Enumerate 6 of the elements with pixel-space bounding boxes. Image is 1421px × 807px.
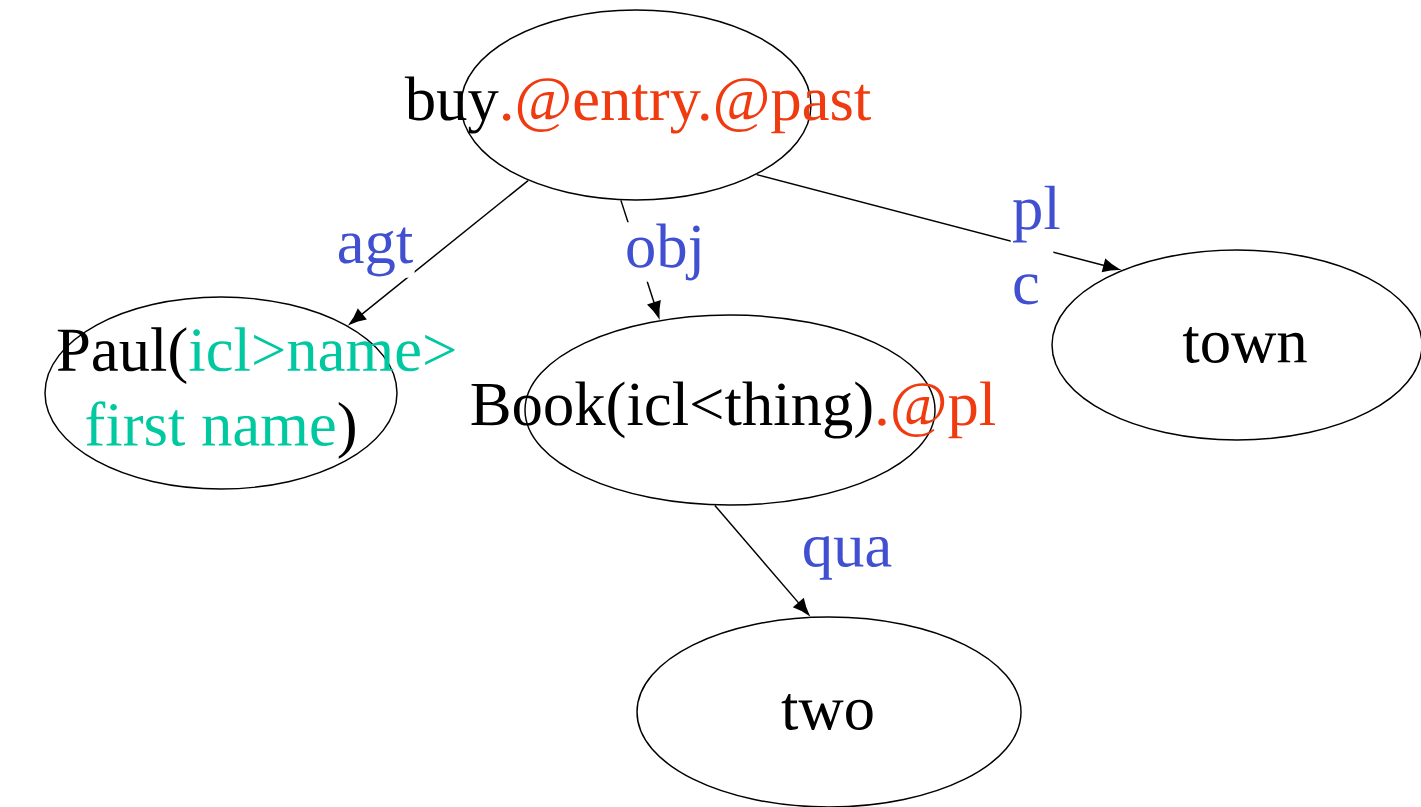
edge-label: obj [623, 222, 707, 282]
arrow [714, 504, 810, 616]
edge-label: agt [335, 226, 415, 278]
arrow [755, 173, 1120, 273]
arrow [349, 179, 529, 325]
edge-label: qua [800, 534, 894, 582]
